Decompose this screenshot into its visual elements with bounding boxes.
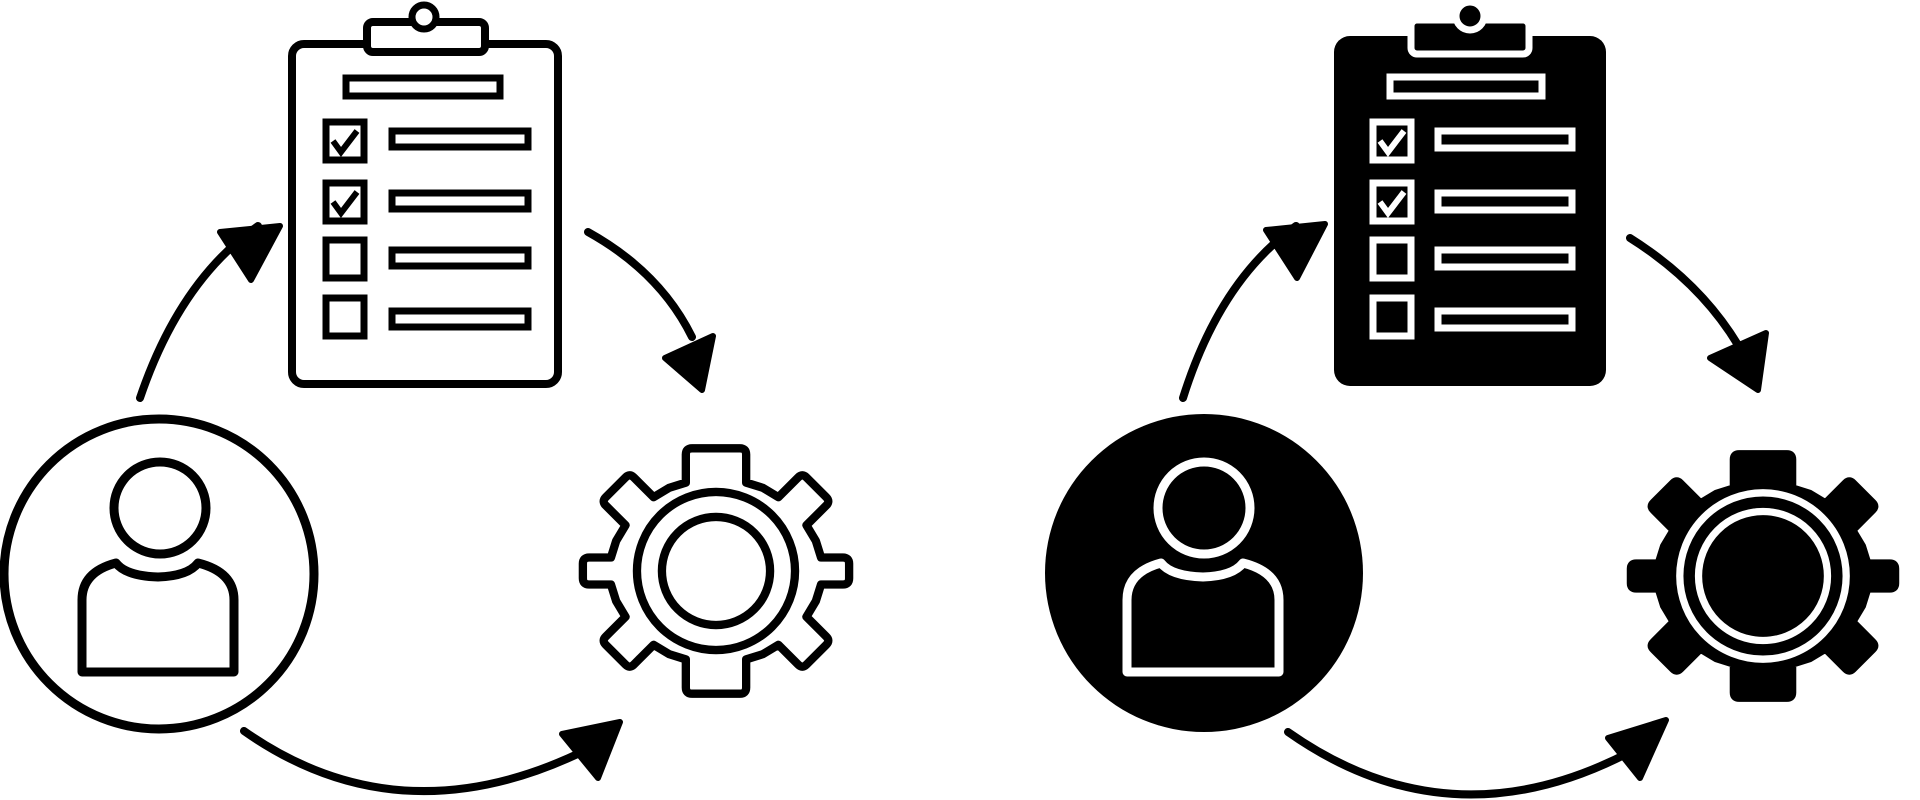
arrow-user-to-gear <box>240 719 623 796</box>
filled-variant <box>1045 0 1896 799</box>
checklist-icon <box>288 1 562 388</box>
arrow-user-to-checklist <box>136 222 283 402</box>
arrow-user-to-checklist <box>1179 221 1328 402</box>
gear-icon <box>1630 453 1896 698</box>
checklist-rows <box>322 118 532 340</box>
arrow-checklist-to-gear <box>1626 234 1769 393</box>
checklist-icon <box>1334 0 1606 386</box>
checklist-rows <box>1369 118 1576 340</box>
arrow-checklist-to-gear <box>584 228 716 393</box>
arrow-user-to-gear <box>1284 717 1669 799</box>
outline-variant <box>0 1 849 796</box>
gear-icon <box>583 448 849 693</box>
user-icon <box>0 414 319 734</box>
user-icon <box>1045 414 1363 732</box>
